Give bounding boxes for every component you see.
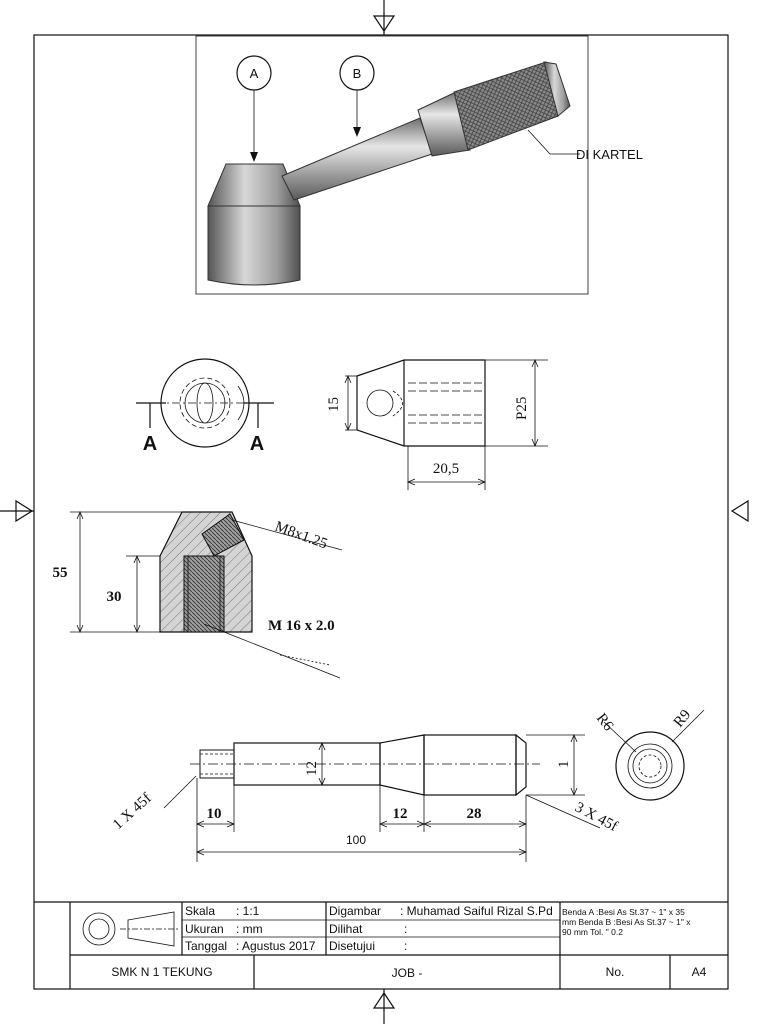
- title-block: Skala : 1:1 Ukuran : mm Tanggal : Agustu…: [34, 901, 728, 989]
- projection-symbol-icon: [82, 911, 180, 947]
- skala-value: : 1:1: [236, 904, 260, 918]
- ukuran-key: Ukuran: [185, 922, 224, 936]
- digambar-key: Digambar: [329, 904, 381, 918]
- dim-28: 28: [467, 806, 482, 822]
- material-line-2: mm Benda B :Besi As St.37 ~ 1" x: [562, 917, 691, 927]
- number-label: No.: [606, 965, 625, 979]
- job-title: JOB -: [392, 966, 423, 980]
- tanggal-value: : Agustus 2017: [236, 939, 316, 953]
- dim-1-dia: 1: [556, 761, 572, 769]
- dim-r6: R6: [593, 711, 617, 735]
- dilihat-key: Dilihat: [329, 922, 363, 936]
- center-mark-bottom: [372, 989, 396, 1024]
- grip-end-chamfer: [543, 61, 571, 117]
- isometric-view-frame: [195, 35, 589, 295]
- school-name: SMK N 1 TEKUNG: [111, 965, 212, 979]
- dim-p25: P25: [514, 397, 530, 420]
- end-view-b: R6 R9: [593, 707, 705, 801]
- dilihat-value: :: [404, 922, 407, 936]
- section-label-left: A: [143, 433, 157, 455]
- dim-10: 10: [207, 806, 222, 822]
- dim-55: 55: [53, 565, 68, 581]
- material-line-1: Benda A :Besi As St.37 ~ 1" x 35: [562, 907, 685, 917]
- knurl-leader: [527, 129, 580, 155]
- base-cylinder: [207, 205, 301, 286]
- dim-100: 100: [346, 833, 366, 847]
- tanggal-key: Tanggal: [185, 939, 227, 953]
- knurl-note: DI KARTEL: [576, 147, 643, 162]
- paper-size: A4: [692, 965, 707, 979]
- section-view: 55 30 M8x1.25 M 16 x 2.0: [53, 510, 343, 679]
- knurled-grip: [453, 61, 559, 151]
- taper: [417, 91, 471, 157]
- disetujui-key: Disetujui: [329, 939, 375, 953]
- dim-12-len: 12: [393, 806, 408, 822]
- ukuran-value: : mm: [236, 922, 263, 936]
- center-mark-right: [730, 499, 749, 523]
- thread-m8: M8x1.25: [273, 519, 330, 553]
- skala-key: Skala: [185, 904, 215, 918]
- chamfer-3x45: 3 X 45f: [572, 799, 620, 835]
- chamfer-1x45: 1 X 45f: [110, 790, 155, 833]
- callout-a-arrow: [250, 152, 258, 162]
- center-mark-left: [0, 499, 34, 523]
- material-line-3: 90 mm Tol. " 0.2: [562, 927, 623, 937]
- dim-12-dia: 12: [304, 761, 320, 776]
- dim-20-5: 20,5: [433, 461, 459, 477]
- callout-a-label: A: [250, 66, 259, 81]
- dim-30: 30: [107, 589, 122, 605]
- end-view-a: A A: [136, 358, 274, 455]
- side-view-a: 15 P25 20,5: [326, 358, 548, 490]
- disetujui-value: :: [404, 939, 407, 953]
- thread-m16: M 16 x 2.0: [268, 618, 335, 634]
- part-b-view: 12 1 1 X 45f 3 X 45f 10 12 28 100: [110, 733, 620, 862]
- digambar-value: : Muhamad Saiful Rizal S.Pd: [400, 904, 553, 918]
- drawing-frame: [33, 34, 729, 990]
- callout-b-arrow: [353, 127, 361, 137]
- isometric-view: A B DI KARTEL: [195, 35, 643, 295]
- section-label-right: A: [250, 433, 264, 455]
- center-mark-top: [372, 0, 396, 35]
- base-chamfer: [207, 163, 301, 207]
- dim-r9: R9: [671, 707, 695, 731]
- dim-15: 15: [326, 397, 342, 412]
- callout-b-label: B: [353, 66, 362, 81]
